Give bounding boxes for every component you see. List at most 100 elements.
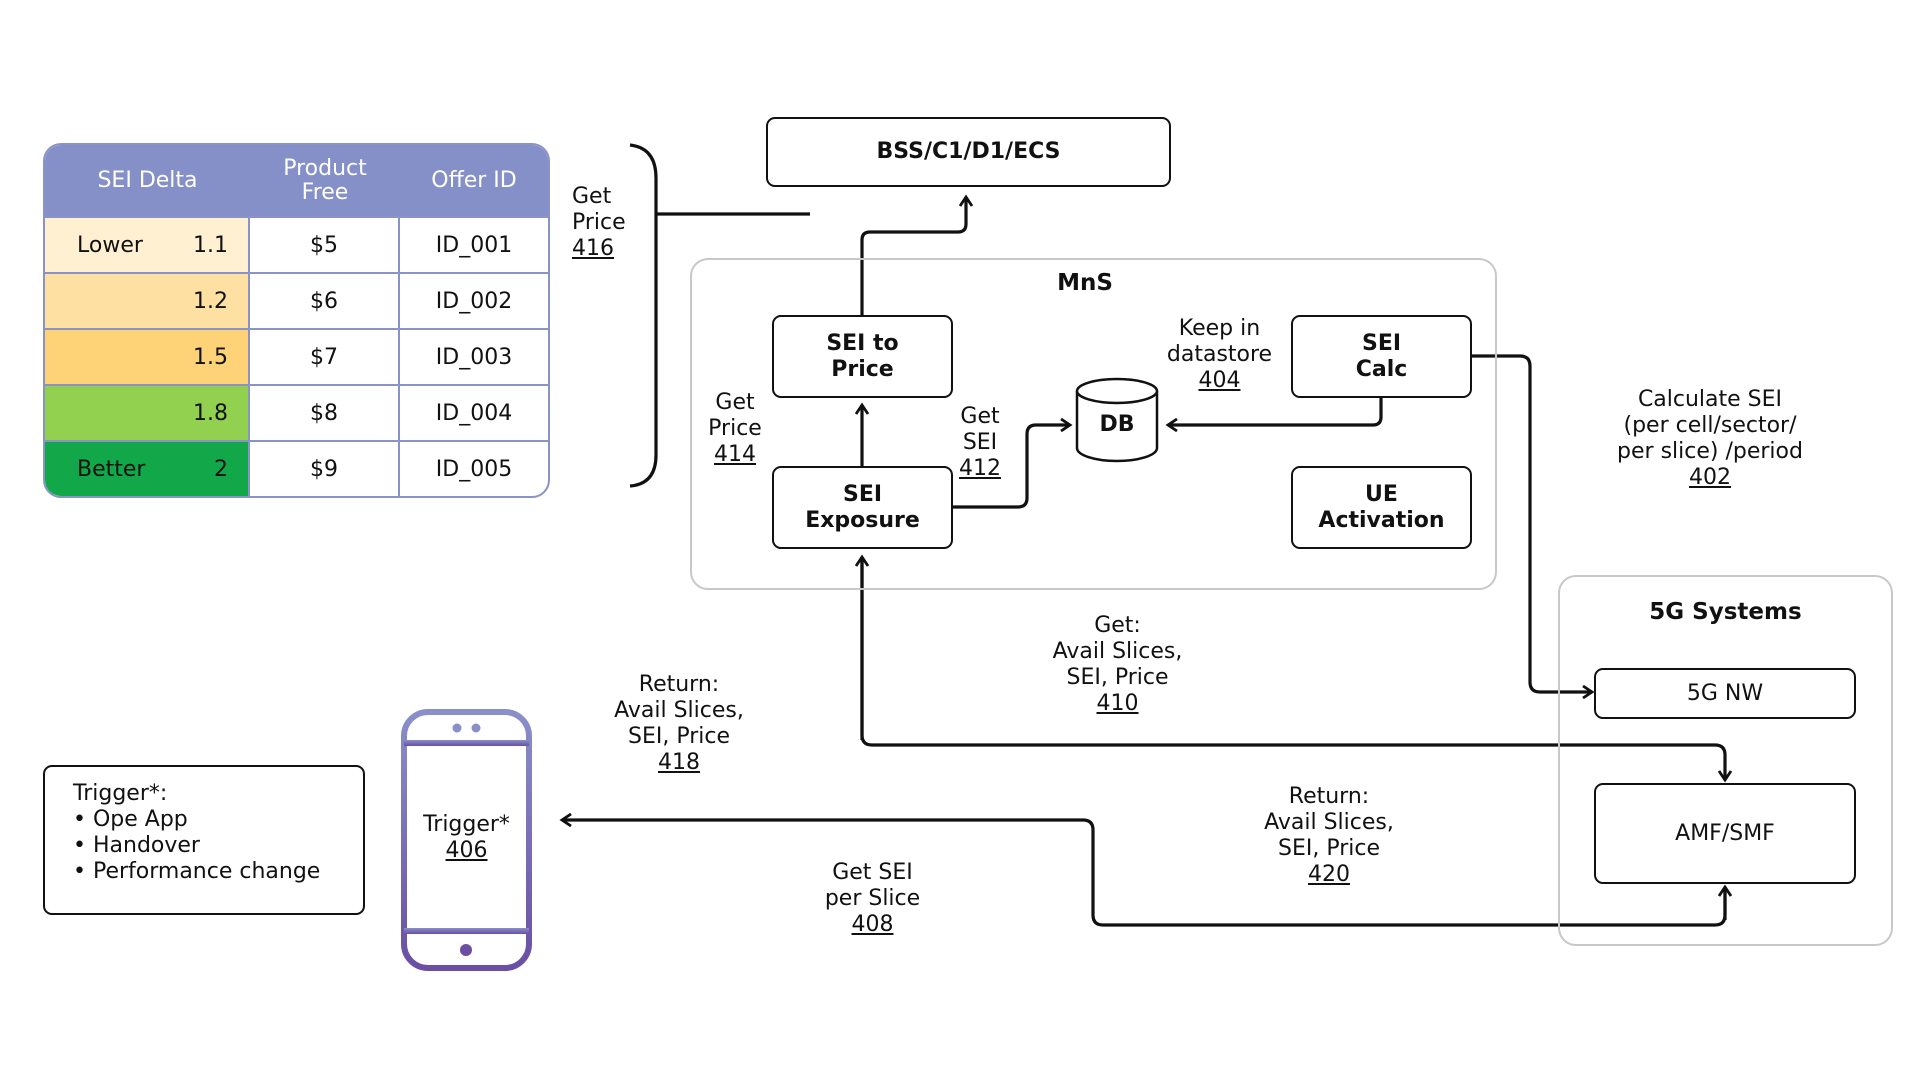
group-mns-title: MnS	[1057, 270, 1113, 296]
offer-id-cell: ID_002	[435, 288, 513, 314]
label-line: SEI, Price	[627, 724, 730, 749]
label-line: Get	[960, 404, 1000, 429]
trigger-item: • Handover	[73, 833, 200, 858]
label-line: SEI, Price	[1066, 665, 1169, 690]
group-5g-systems	[1558, 575, 1893, 946]
ref-number: 420	[1308, 862, 1350, 887]
table-header: SEI Delta Product Free Offer ID	[45, 145, 548, 216]
label-line: Get SEI	[832, 860, 913, 885]
offer-id-cell: ID_004	[435, 400, 513, 426]
delta-value: 1.1	[193, 232, 228, 258]
price-cell: $8	[250, 386, 400, 440]
node-label: 5G NW	[1686, 680, 1764, 706]
node-label: Activation	[1318, 507, 1445, 533]
node-sei-calc[interactable]: SEI Calc	[1291, 315, 1472, 398]
node-label: AMF/SMF	[1675, 820, 1775, 846]
label-line: Avail Slices,	[1052, 639, 1183, 664]
ref-number: 406	[445, 838, 488, 863]
header-offer-id: Offer ID	[431, 167, 517, 193]
label-line: per Slice	[824, 886, 921, 911]
label-line: Get	[715, 390, 755, 415]
trigger-item: • Ope App	[73, 807, 188, 832]
sei-delta-cell: 1.8	[45, 386, 250, 440]
node-label: Price	[831, 356, 894, 382]
sei-delta-cell: 1.2	[45, 274, 250, 328]
node-label: Calc	[1355, 356, 1408, 382]
node-db-label: DB	[1099, 412, 1135, 437]
offer-id-cell: ID_005	[435, 456, 513, 482]
label-line: per slice) /period	[1617, 439, 1803, 464]
sei-delta-cell: 1.5	[45, 330, 250, 384]
delta-value: 1.2	[193, 288, 228, 314]
ref-number: 412	[959, 456, 1001, 481]
node-sei-exposure[interactable]: SEI Exposure	[772, 466, 953, 549]
tier-label: Lower	[77, 232, 143, 258]
node-label: Exposure	[805, 507, 920, 533]
bracket-416	[629, 143, 658, 488]
label-line: Calculate SEI	[1637, 387, 1783, 412]
label-line: Get:	[1094, 613, 1141, 638]
label-return-420: Return: Avail Slices, SEI, Price 420	[1250, 784, 1408, 888]
label-calc-402: Calculate SEI (per cell/sector/ per slic…	[1590, 387, 1830, 491]
node-bss[interactable]: BSS/C1/D1/ECS	[766, 117, 1171, 187]
ref-number: 418	[658, 750, 700, 775]
label-line: SEI, Price	[1277, 836, 1380, 861]
label-get-410: Get: Avail Slices, SEI, Price 410	[1040, 613, 1195, 717]
db-cylinder-icon[interactable]	[1074, 376, 1160, 464]
price-cell: $7	[250, 330, 400, 384]
ref-number: 414	[714, 442, 756, 467]
smartphone-icon[interactable]	[401, 709, 532, 971]
offer-id-cell: ID_003	[435, 344, 513, 370]
header-product-free: Product Free	[283, 155, 367, 205]
label-line: SEI	[962, 430, 998, 455]
label-keep-404: Keep in datastore 404	[1152, 316, 1287, 394]
price-cell: $9	[250, 442, 400, 496]
table-row: 1.2 $6 ID_002	[45, 272, 548, 328]
phone-label-text: Trigger*	[423, 812, 510, 837]
sei-delta-cell: Lower 1.1	[45, 218, 250, 272]
label-line: Keep in	[1178, 316, 1261, 341]
ref-number: 408	[851, 912, 894, 937]
trigger-list-title: Trigger*:	[73, 781, 168, 806]
price-cell: $5	[250, 218, 400, 272]
label-line: Price	[572, 210, 626, 235]
price-cell: $6	[250, 274, 400, 328]
node-label: SEI	[842, 481, 883, 507]
node-sei-to-price[interactable]: SEI to Price	[772, 315, 953, 398]
ref-number: 404	[1198, 368, 1241, 393]
label-get-408: Get SEI per Slice 408	[815, 860, 930, 938]
ref-number: 416	[572, 236, 614, 261]
label-line: datastore	[1166, 342, 1273, 367]
ref-number: 402	[1689, 465, 1731, 490]
node-bss-label: BSS/C1/D1/ECS	[876, 139, 1061, 164]
label-line: Get	[572, 184, 612, 209]
node-label: UE	[1365, 481, 1398, 507]
node-5g-nw[interactable]: 5G NW	[1594, 668, 1856, 719]
table-row: Lower 1.1 $5 ID_001	[45, 216, 548, 272]
trigger-item: • Performance change	[73, 859, 321, 884]
header-sei-delta: SEI Delta	[97, 167, 198, 193]
label-line: Price	[708, 416, 762, 441]
label-line: Avail Slices,	[1264, 810, 1394, 835]
node-amf-smf[interactable]: AMF/SMF	[1594, 783, 1856, 884]
pricing-table: SEI Delta Product Free Offer ID Lower 1.1…	[43, 143, 550, 498]
node-label: SEI to	[826, 330, 899, 356]
table-row: 1.5 $7 ID_003	[45, 328, 548, 384]
group-mns	[690, 258, 1497, 590]
label-return-418: Return: Avail Slices, SEI, Price 418	[600, 672, 758, 776]
arrow-420-418	[562, 820, 1727, 927]
delta-value: 2	[214, 456, 228, 482]
trigger-list-box: Trigger*: • Ope App • Handover • Perform…	[43, 765, 365, 915]
table-row: 1.8 $8 ID_004	[45, 384, 548, 440]
phone-label: Trigger* 406	[401, 812, 532, 864]
offer-id-cell: ID_001	[435, 232, 513, 258]
label-get-sei-412: Get SEI 412	[955, 404, 1005, 482]
label-line: (per cell/sector/	[1623, 413, 1797, 438]
node-ue-activation[interactable]: UE Activation	[1291, 466, 1472, 549]
label-get-price-414: Get Price 414	[700, 390, 770, 468]
delta-value: 1.8	[193, 400, 228, 426]
delta-value: 1.5	[193, 344, 228, 370]
label-line: Return:	[638, 672, 720, 697]
